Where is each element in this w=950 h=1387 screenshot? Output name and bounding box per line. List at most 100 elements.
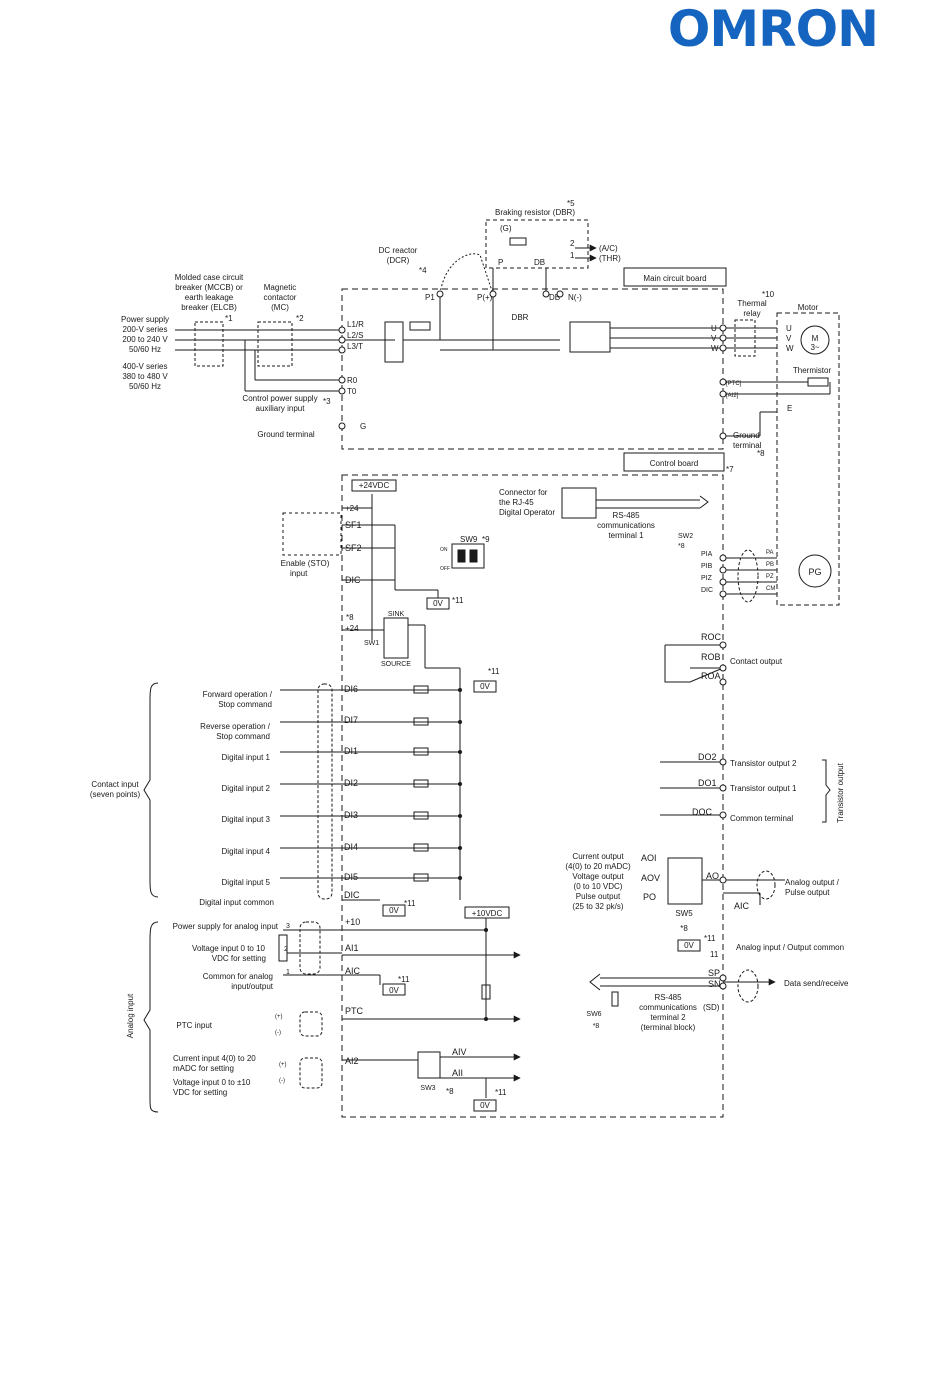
terminal-l2: L2/S (347, 331, 363, 340)
doc-label: Common terminal (730, 814, 793, 823)
ptc-minus: (-) (275, 1030, 281, 1036)
rs485-2-line-1: RS-485 (654, 993, 682, 1002)
ai2-minus: (-) (279, 1078, 285, 1084)
sw2-label: SW2 (678, 533, 693, 540)
terminal-l1: L1/R (347, 320, 364, 329)
zero-v-4: 0V (684, 941, 694, 950)
di4-label: Digital input 4 (222, 847, 271, 856)
mccb-line-1: Molded case circuit (175, 273, 244, 282)
dcr-line-1: DC reactor (379, 246, 418, 255)
terminal-nminus: N(-) (568, 293, 582, 302)
mc-line-3: (MC) (271, 303, 289, 312)
terminal-t0: T0 (347, 387, 357, 396)
omron-logo: OMRON (668, 0, 878, 58)
sink-label: SINK (388, 611, 405, 618)
terminal-di6: DI6 (344, 684, 358, 694)
control-board-note: *7 (726, 465, 734, 474)
sw9-off: OFF (440, 566, 450, 572)
analog-common-2: input/output (231, 982, 274, 991)
analog-voltage-pm-2: VDC for setting (173, 1088, 227, 1097)
dic-common-label: Digital input common (199, 898, 274, 907)
enable-line-1: Enable (STO) (281, 559, 330, 568)
di1-label: Digital input 1 (222, 753, 271, 762)
aux-note: *3 (323, 397, 331, 406)
braking-pin-1: 1 (570, 251, 575, 260)
zero-v-6: 0V (480, 1101, 490, 1110)
terminal-di4: DI4 (344, 842, 358, 852)
terminal-dic: DIC (345, 575, 361, 585)
di7-label-1: Reverse operation / (200, 722, 271, 731)
terminal-ptc: PTC (345, 1006, 364, 1016)
note11-5: *11 (398, 975, 410, 984)
mc-line-2: contactor (264, 293, 297, 302)
terminal-doc: DOC (692, 807, 713, 817)
thermistor-label: Thermistor (793, 366, 832, 375)
terminal-rob: ROB (701, 652, 721, 662)
sw3-label: SW3 (420, 1085, 435, 1092)
terminal-roc: ROC (701, 632, 722, 642)
thermal-note: *10 (762, 290, 775, 299)
note11-3: *11 (404, 899, 416, 908)
di2-label: Digital input 2 (222, 784, 271, 793)
terminal-piz: PIZ (701, 575, 713, 582)
ground-right-line-2: terminal (733, 441, 762, 450)
terminal-roa: ROA (701, 671, 721, 681)
mc-note: *2 (296, 314, 304, 323)
sw9-label: SW9 (460, 535, 478, 544)
braking-g: (G) (500, 224, 512, 233)
source-label: SOURCE (381, 661, 411, 668)
terminal-di1: DI1 (344, 746, 358, 756)
terminal-di7: DI7 (344, 715, 358, 725)
terminal-aov: AOV (641, 873, 660, 883)
ao-left-6: (25 to 32 pk/s) (572, 902, 623, 911)
aux-line-2: auxiliary input (256, 404, 306, 413)
analog-current-2: mADC for setting (173, 1064, 234, 1073)
terminal-di3: DI3 (344, 810, 358, 820)
terminal-w: W (711, 344, 719, 353)
motor-outline (776, 312, 840, 606)
braking-thr: (THR) (599, 254, 621, 263)
terminal-sf1: SF1 (345, 520, 362, 530)
terminal-l3: L3/T (347, 342, 363, 351)
analog-current-1: Current input 4(0) to 20 (173, 1054, 256, 1063)
motor-u: U (786, 324, 792, 333)
pot-pin-1: 1 (286, 969, 290, 976)
ground-right-line-1: Ground (733, 431, 760, 440)
pg-pz: PZ (766, 574, 774, 580)
terminal-dic-2: DIC (344, 890, 360, 900)
analog-ptc-label: PTC input (176, 1021, 212, 1030)
earth-e: E (787, 404, 792, 413)
pot-pin-2: 2 (284, 946, 288, 953)
ao-left-3: Voltage output (572, 872, 624, 881)
motor-m: M (812, 334, 819, 343)
dcr-line-2: (DCR) (387, 256, 410, 265)
motor-title: Motor (798, 303, 819, 312)
mccb-note: *1 (225, 314, 233, 323)
ptc-input-label: [PTC] (726, 381, 742, 387)
di6-label-2: Stop command (218, 700, 272, 709)
terminal-p1: P1 (425, 293, 435, 302)
terminal-aiv: AIV (452, 1047, 467, 1057)
rs485-1-line-1: RS-485 (612, 511, 640, 520)
ground-right-note: *8 (757, 449, 765, 458)
terminal-pplus: P(+) (477, 293, 493, 302)
rs485-1-line-3: terminal 1 (608, 531, 644, 540)
mc-line-1: Magnetic (264, 283, 296, 292)
ao-common-note: 11 (710, 950, 719, 959)
transistor-output-group: Transistor output (836, 762, 845, 823)
sw2-note: *8 (678, 543, 685, 550)
ground-g-left: G (360, 422, 366, 431)
terminal-sp: SP (708, 968, 720, 978)
ground-terminal-left: Ground terminal (257, 430, 315, 439)
terminal-plus24: +24 (345, 504, 359, 513)
analog-input-group: Analog input (126, 993, 135, 1038)
terminal-u: U (711, 324, 717, 333)
zero-v-2: 0V (480, 682, 490, 691)
control-board-title: Control board (650, 459, 698, 468)
sw9-switch (451, 543, 485, 569)
terminal-plus24-b: +24 (345, 624, 359, 633)
sw9-on: ON (440, 547, 448, 553)
ao-left-4: (0 to 10 VDC) (574, 882, 623, 891)
terminal-do2: DO2 (698, 752, 717, 762)
